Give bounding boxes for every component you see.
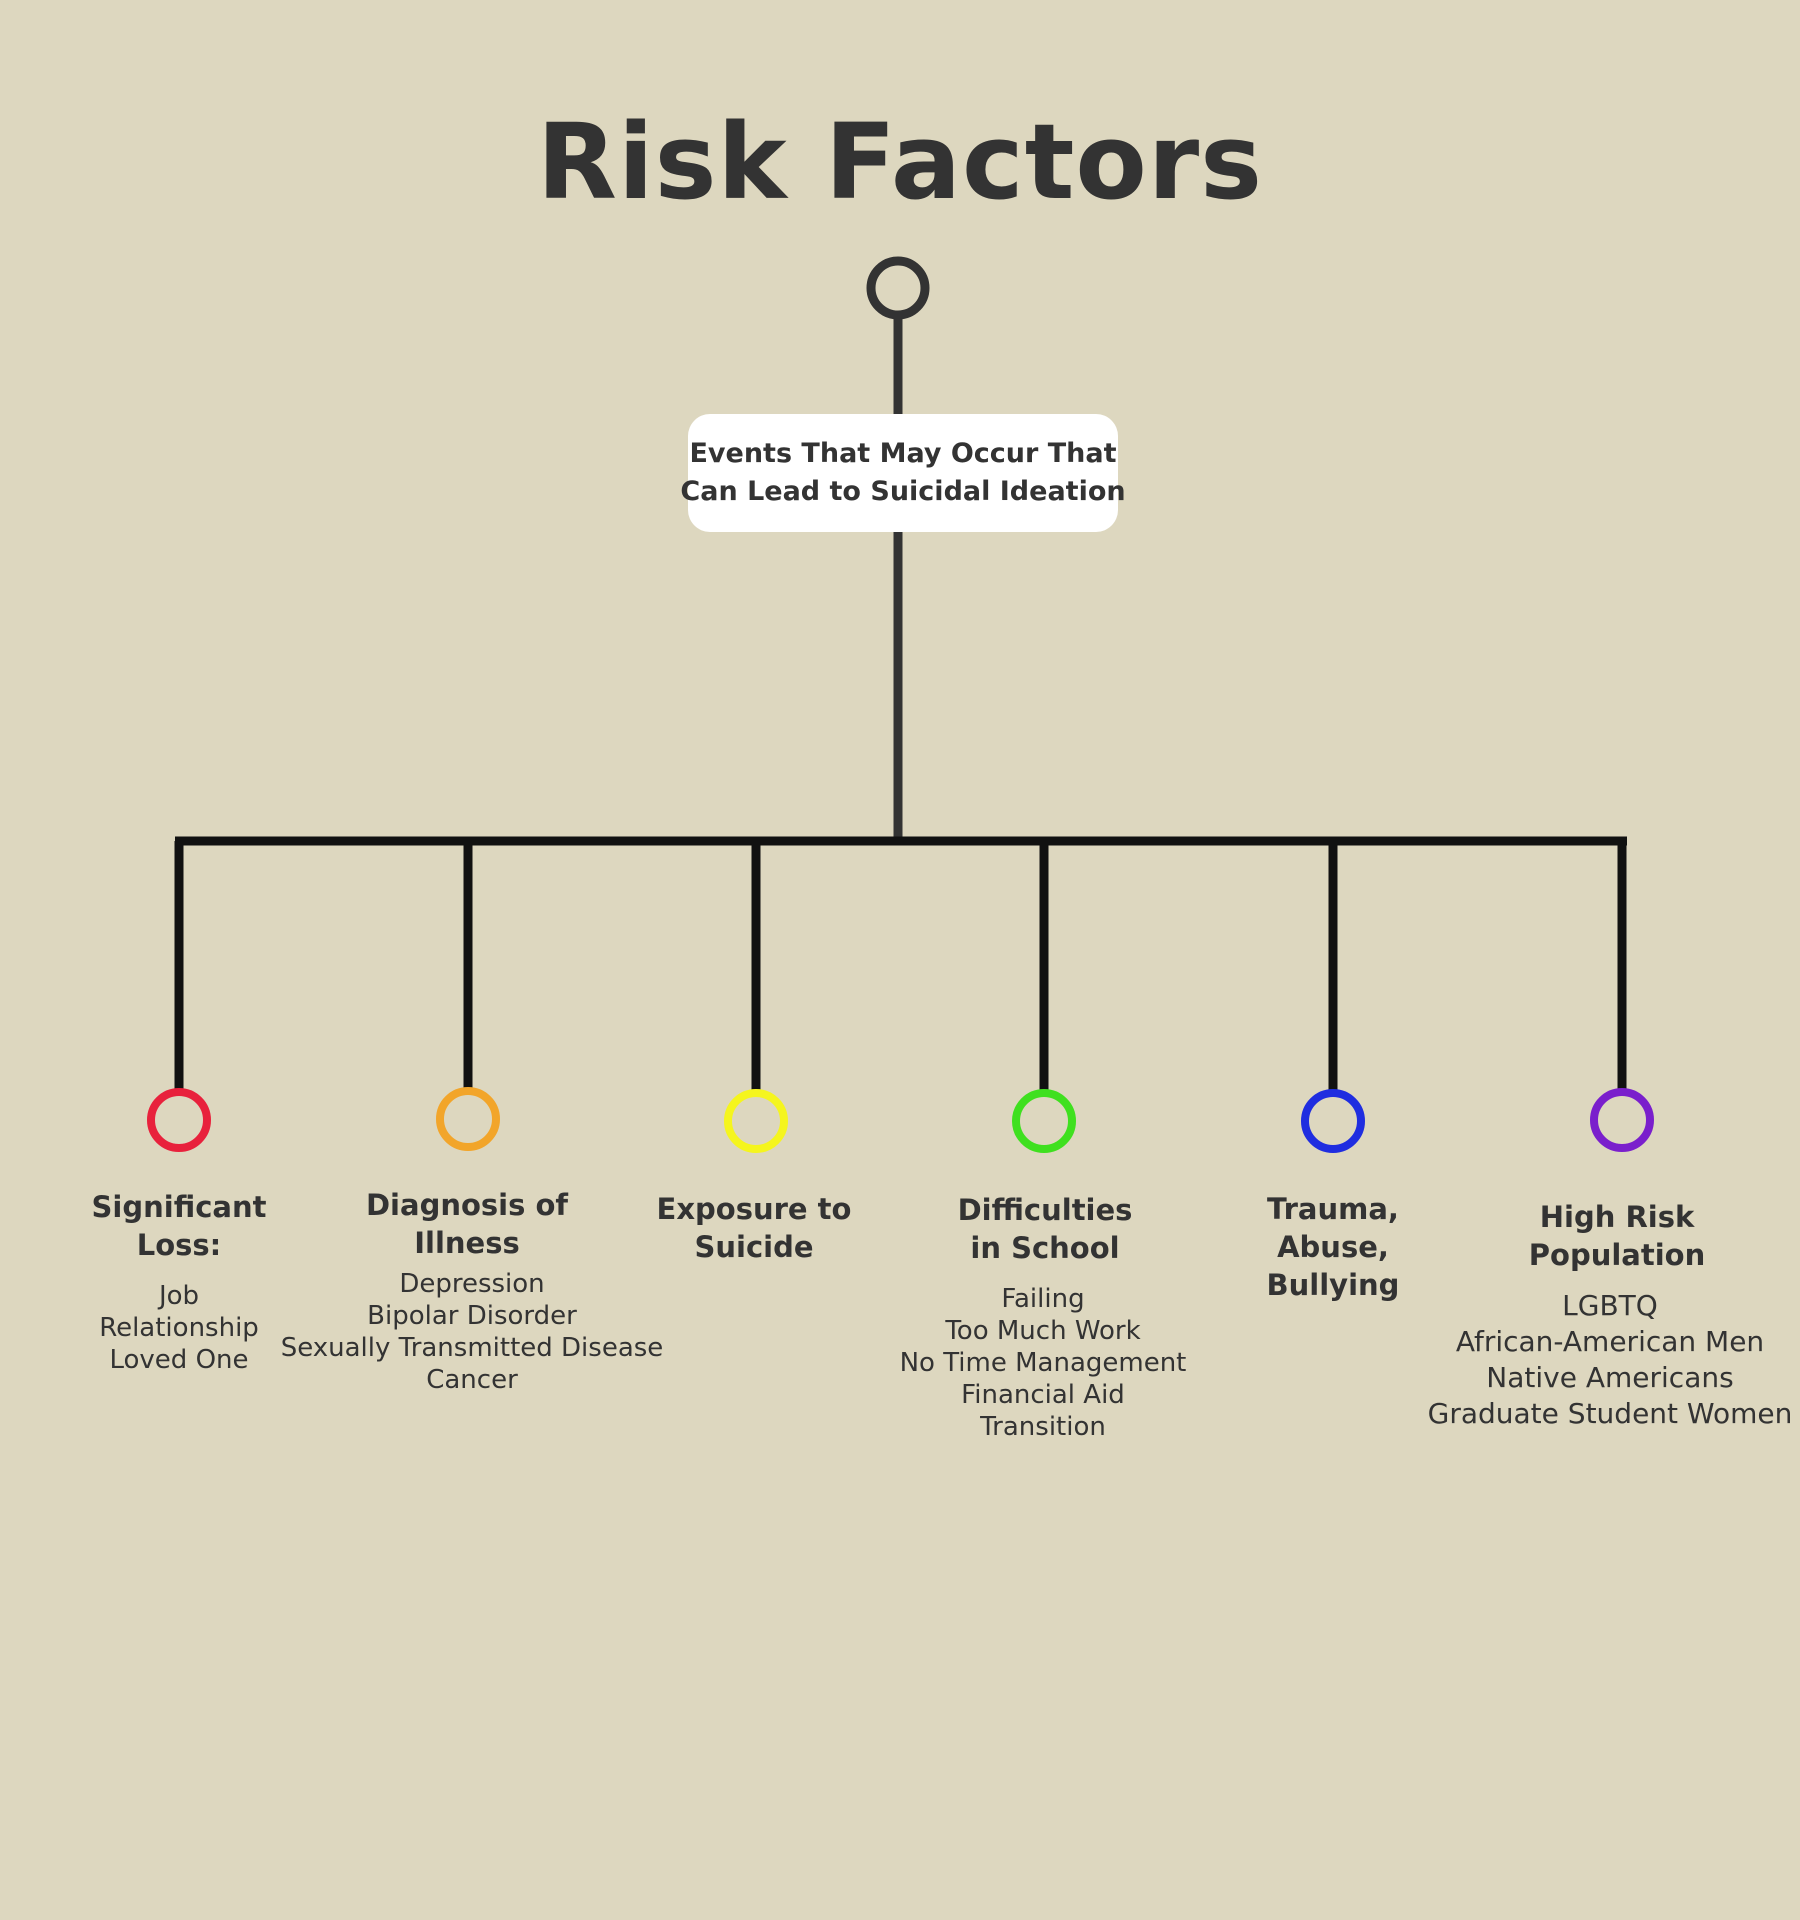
list-item: Loved One bbox=[109, 1345, 249, 1375]
list-item: Bipolar Disorder bbox=[367, 1301, 577, 1331]
list-item: Sexually Transmitted Disease bbox=[280, 1333, 664, 1363]
list-item: No Time Management bbox=[899, 1348, 1187, 1378]
branch-node-difficulties-in-school bbox=[1012, 1089, 1076, 1153]
branch-significant-loss: Significant Loss: Job Relationship Loved… bbox=[29, 1188, 329, 1376]
branch-heading-line: High Risk bbox=[1539, 1200, 1695, 1234]
branch-items: Job Relationship Loved One bbox=[29, 1280, 329, 1376]
branch-items: Depression Bipolar Disorder Sexually Tra… bbox=[272, 1268, 672, 1396]
branch-heading-line: Suicide bbox=[694, 1230, 814, 1264]
branch-heading-line: Trauma, bbox=[1267, 1192, 1399, 1226]
root-label-line-2: Can Lead to Suicidal Ideation bbox=[680, 476, 1126, 507]
list-item: Relationship bbox=[99, 1313, 259, 1343]
list-item: Native Americans bbox=[1486, 1361, 1734, 1394]
list-item: Depression bbox=[399, 1269, 545, 1299]
root-label-line-1: Events That May Occur That bbox=[689, 438, 1117, 469]
page-title: Risk Factors bbox=[536, 101, 1264, 223]
list-item: Failing bbox=[1001, 1284, 1085, 1314]
branch-trauma-abuse-bullying: Trauma, Abuse, Bullying bbox=[1183, 1190, 1483, 1304]
branch-difficulties-in-school: Difficulties in School Failing Too Much … bbox=[893, 1191, 1193, 1443]
branch-node-exposure-to-suicide bbox=[724, 1089, 788, 1153]
list-item: African-American Men bbox=[1455, 1325, 1765, 1358]
branch-heading-line: in School bbox=[970, 1231, 1120, 1265]
branch-node-diagnosis-of-illness bbox=[436, 1087, 500, 1151]
branch-high-risk-population: High Risk Population LGBTQ African-Ameri… bbox=[1425, 1198, 1795, 1432]
branch-heading-line: Abuse, bbox=[1277, 1230, 1389, 1264]
list-item: Cancer bbox=[426, 1365, 518, 1395]
list-item: Job bbox=[158, 1281, 200, 1311]
branch-items: LGBTQ African-American Men Native Americ… bbox=[1425, 1288, 1795, 1432]
branch-heading-line: Difficulties bbox=[957, 1193, 1133, 1227]
list-item: Financial Aid bbox=[961, 1380, 1125, 1410]
branch-node-trauma-abuse-bullying bbox=[1301, 1089, 1365, 1153]
list-item: LGBTQ bbox=[1562, 1289, 1658, 1322]
root-node bbox=[866, 256, 930, 320]
branch-node-high-risk-population bbox=[1590, 1088, 1654, 1152]
list-item: Graduate Student Women bbox=[1427, 1397, 1793, 1430]
branch-heading-line: Significant bbox=[91, 1190, 267, 1224]
branch-node-significant-loss bbox=[147, 1088, 211, 1152]
branch-heading-line: Loss: bbox=[136, 1228, 222, 1262]
branch-heading-line: Population bbox=[1528, 1238, 1706, 1272]
branch-heading-line: Diagnosis of bbox=[365, 1188, 568, 1222]
list-item: Transition bbox=[980, 1412, 1106, 1442]
branch-heading-line: Illness bbox=[414, 1226, 520, 1260]
root-label-box: Events That May Occur That Can Lead to S… bbox=[680, 414, 1126, 532]
branch-heading-line: Exposure to bbox=[656, 1192, 852, 1226]
branch-heading-line: Bullying bbox=[1266, 1268, 1400, 1302]
list-item: Too Much Work bbox=[945, 1316, 1141, 1346]
branch-items: Failing Too Much Work No Time Management… bbox=[893, 1283, 1193, 1443]
branch-exposure-to-suicide: Exposure to Suicide bbox=[604, 1190, 904, 1266]
branch-diagnosis-of-illness: Diagnosis of Illness Depression Bipolar … bbox=[272, 1186, 672, 1396]
